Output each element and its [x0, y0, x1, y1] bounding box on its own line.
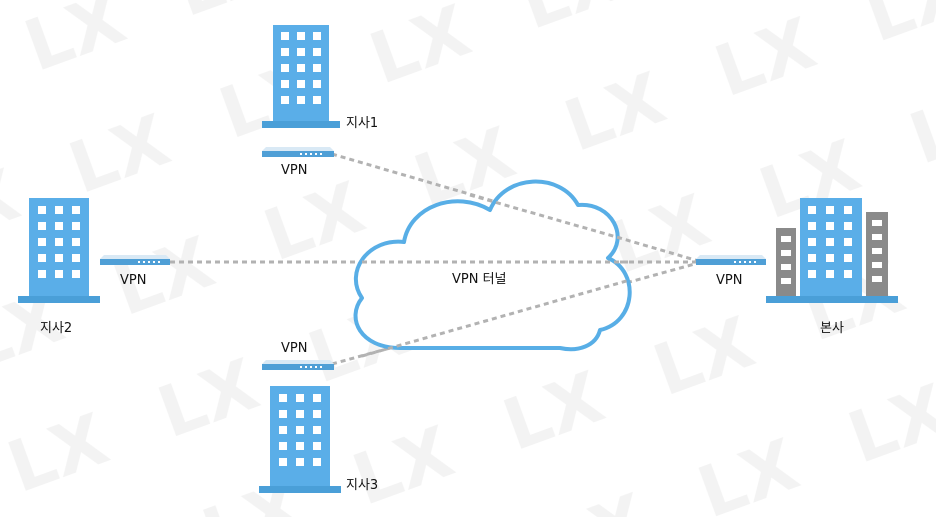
- branch1-vpn-label: VPN: [281, 163, 308, 178]
- cloud-icon: [353, 179, 632, 352]
- tunnel-links-inner: [361, 193, 631, 358]
- branch1-building-icon: [262, 25, 340, 128]
- link-branch3-hq-inner: [361, 278, 631, 358]
- branch1-label: 지사1: [346, 116, 379, 131]
- branch3-vpn-router-icon: [262, 360, 334, 370]
- vpn-tunnel-label: VPN 터널: [452, 272, 507, 287]
- hq-vpn-label: VPN: [716, 273, 743, 288]
- branch2-vpn-router-icon: [100, 255, 170, 265]
- link-branch1-hq-inner: [469, 193, 621, 240]
- branch3-vpn-label: VPN: [281, 341, 308, 356]
- branch3-building-icon: [259, 386, 341, 493]
- branch2-label: 지사2: [40, 321, 73, 336]
- branch2-building-icon: [18, 198, 100, 303]
- branch3-label: 지사3: [346, 478, 379, 493]
- hq-building-icon: [766, 198, 898, 303]
- branch2-vpn-label: VPN: [120, 273, 147, 288]
- branch1-vpn-router-icon: [262, 147, 334, 157]
- hq-vpn-router-icon: [696, 255, 766, 265]
- hq-label: 본사: [820, 321, 844, 336]
